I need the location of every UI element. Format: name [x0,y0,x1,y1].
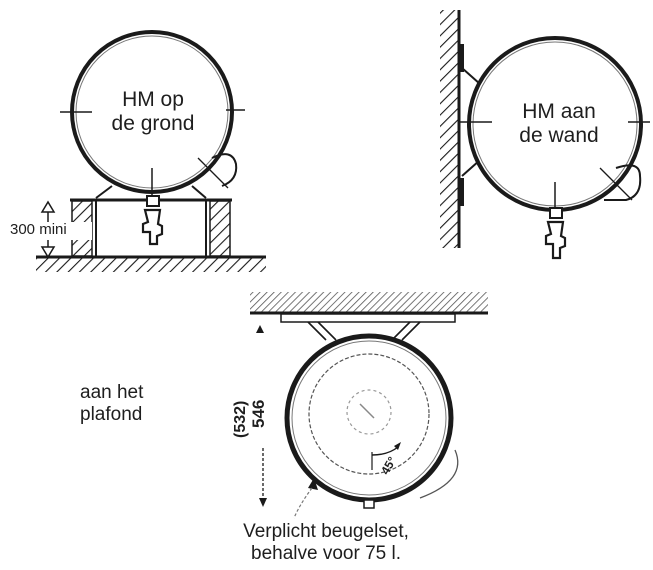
note-line2: behalve voor 75 l. [251,542,401,564]
valve-icon [544,207,567,260]
wall-hatch [440,10,458,248]
mounting-plate [280,313,456,323]
note-line1: Verplicht beugelset, [243,521,409,542]
ceiling-label-line1: aan het [80,382,144,403]
dimension-label-300: 300 mini [10,221,67,238]
wall-label-line1: HM aan [522,100,596,123]
floor-label-line2: de grond [111,112,195,136]
dimension-label-546: 546 [249,399,268,428]
floor-view-label: HM op de grond [98,88,208,136]
ceiling-hatch [250,292,488,312]
ceiling-view-label: aan het plafond [80,382,190,426]
floor-view [8,30,266,272]
valve-icon [141,195,164,246]
wall-label-line2: de wand [519,124,599,148]
arrow-down-icon [259,498,267,507]
wall-view [440,10,650,260]
bracket-note: Verplicht beugelset, behalve voor 75 l. [226,521,426,565]
pedestal-right [209,200,231,257]
floor-label-line1: HM op [122,88,184,111]
dimension-label-532: (532) [232,400,249,438]
wall-view-label: HM aan de wand [504,100,614,148]
ceiling-label-line2: plafond [80,403,143,425]
tank-ceiling [284,333,454,503]
ceiling-view [250,292,488,519]
ground-hatch [36,258,266,272]
